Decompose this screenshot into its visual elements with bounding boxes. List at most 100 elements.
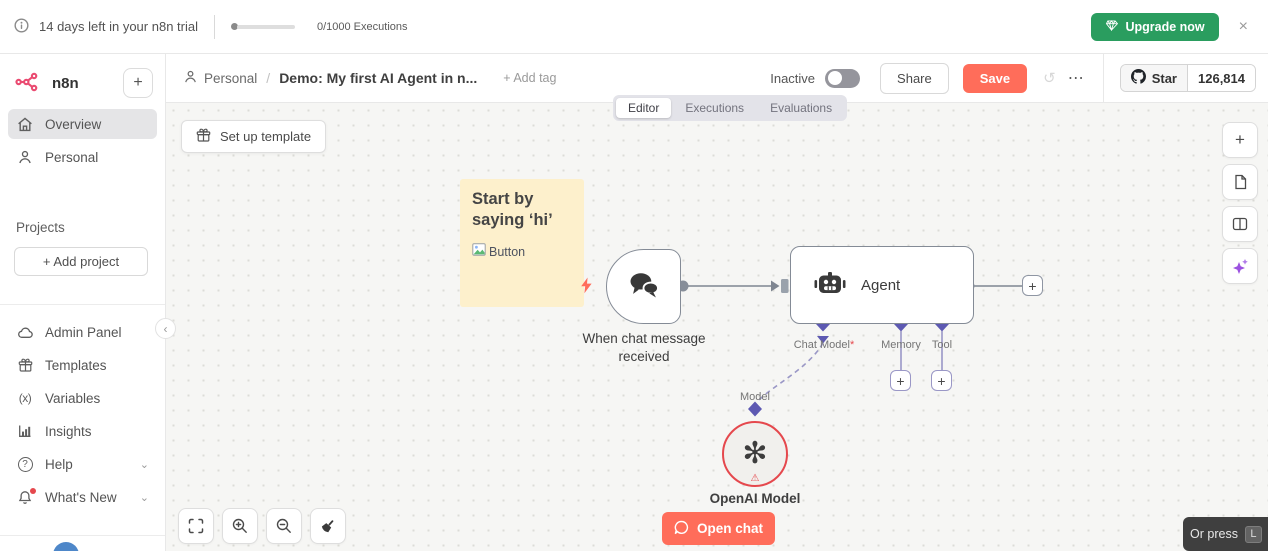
- fit-view-button[interactable]: [178, 508, 214, 544]
- add-sticky-note-button[interactable]: [1222, 164, 1258, 200]
- progress-dot: [230, 23, 238, 30]
- node-openai-model[interactable]: ✻ ⚠: [722, 421, 788, 487]
- chevron-down-icon: ⌄: [139, 491, 149, 504]
- sidebar-item-help[interactable]: ? Help ⌄: [8, 449, 157, 479]
- sidebar-item-variables[interactable]: (x) Variables: [8, 383, 157, 413]
- lightning-icon: [580, 277, 593, 297]
- logo-text: n8n: [52, 74, 79, 92]
- close-icon[interactable]: ×: [1238, 17, 1248, 35]
- node-label-chat-trigger: When chat message received: [582, 331, 706, 364]
- sticky-note-title: Start by saying ‘hi’: [472, 190, 553, 229]
- sticky-note[interactable]: Start by saying ‘hi’ Button: [460, 179, 584, 307]
- zoom-in-button[interactable]: [222, 508, 258, 544]
- user-icon: [184, 70, 197, 86]
- add-project-button[interactable]: + Add project: [14, 247, 148, 276]
- node-chat-trigger[interactable]: [606, 249, 681, 324]
- workflow-title[interactable]: Demo: My first AI Agent in n...: [279, 70, 478, 86]
- port-label-chat-model: Chat Model*: [793, 339, 855, 351]
- n8n-logo-icon: [14, 72, 44, 95]
- setup-template-button[interactable]: Set up template: [181, 120, 327, 153]
- model-output-port: [748, 401, 762, 417]
- github-icon: [1130, 69, 1146, 87]
- workflow-header: Personal / Demo: My first AI Agent in n.…: [166, 54, 1268, 103]
- node-label-agent: Agent: [861, 276, 901, 294]
- canvas-tools: +: [1222, 122, 1258, 284]
- active-toggle[interactable]: [825, 68, 861, 88]
- status-label: Inactive: [770, 70, 816, 86]
- header-divider: [1102, 54, 1104, 102]
- port-label-tool: Tool: [931, 339, 953, 351]
- executions-count: 0/1000 Executions: [316, 20, 408, 33]
- tab-executions[interactable]: Executions: [685, 101, 745, 115]
- share-button[interactable]: Share: [880, 62, 949, 94]
- node-agent[interactable]: Agent: [790, 246, 974, 324]
- sidebar-item-overview[interactable]: Overview: [8, 109, 157, 139]
- chevron-down-icon: ⌄: [139, 458, 149, 471]
- sidebar-item-label: Admin Panel: [45, 324, 122, 340]
- open-chat-button[interactable]: Open chat: [662, 512, 775, 545]
- tab-editor[interactable]: Editor: [616, 98, 672, 118]
- chat-icon: [674, 520, 689, 538]
- sidebar-item-personal[interactable]: Personal: [8, 142, 157, 172]
- banner-divider: [213, 14, 215, 39]
- sidebar-item-label: Personal: [45, 149, 99, 165]
- save-button[interactable]: Save: [962, 63, 1028, 93]
- shortcut-hint: Or press L: [1183, 517, 1268, 551]
- sidebar-divider: [0, 304, 165, 305]
- tidy-up-button[interactable]: [310, 508, 346, 544]
- sidebar-item-whats-new[interactable]: What's New ⌄: [8, 482, 157, 512]
- sidebar-item-label: Variables: [45, 390, 101, 406]
- more-menu-button[interactable]: ⋯: [1067, 70, 1085, 87]
- add-node-button[interactable]: +: [1222, 122, 1258, 158]
- connections-layer: [677, 279, 1022, 417]
- upgrade-now-button[interactable]: Upgrade now: [1091, 12, 1219, 41]
- projects-heading: Projects: [16, 220, 65, 235]
- port-label-model: Model: [740, 391, 770, 403]
- progress-track: [236, 24, 295, 29]
- setup-template-label: Set up template: [220, 129, 312, 144]
- new-workflow-button[interactable]: +: [123, 68, 153, 98]
- star-count: 126,814: [1187, 65, 1255, 91]
- toggle-knob: [827, 71, 842, 85]
- header-actions: Inactive Share Save ↺ ⋯ Star: [770, 54, 1268, 102]
- logo-row: n8n +: [0, 54, 165, 106]
- node-label-openai-model: OpenAI Model: [709, 491, 801, 506]
- sidebar-collapse-button[interactable]: ‹: [155, 318, 176, 339]
- ai-assistant-sparkles-icon[interactable]: [1222, 248, 1258, 284]
- view-tabs: Editor Executions Evaluations: [613, 95, 848, 121]
- avatar[interactable]: [53, 542, 79, 551]
- add-node-after-agent-button[interactable]: +: [1022, 275, 1043, 296]
- add-memory-button[interactable]: +: [890, 370, 911, 391]
- split-panel-button[interactable]: [1222, 206, 1258, 242]
- star-label: Star: [1151, 70, 1177, 86]
- sidebar-item-label: Help: [45, 456, 73, 472]
- broken-image-icon: [472, 243, 486, 259]
- bar-chart-icon: [16, 424, 34, 438]
- github-star-widget[interactable]: Star 126,814: [1119, 64, 1256, 92]
- sidebar-item-admin-panel[interactable]: Admin Panel: [8, 317, 157, 347]
- sidebar-item-insights[interactable]: Insights: [8, 416, 157, 446]
- zoom-out-button[interactable]: [266, 508, 302, 544]
- breadcrumb-project: Personal: [204, 70, 258, 86]
- warning-icon: ⚠: [750, 473, 760, 484]
- openai-logo-icon: ✻: [742, 437, 768, 470]
- hint-text: Or press: [1190, 527, 1238, 541]
- sidebar-item-label: What's New: [45, 489, 117, 505]
- broken-image: Button: [472, 243, 572, 259]
- sidebar-item-templates[interactable]: Templates: [8, 350, 157, 380]
- gift-icon: [16, 358, 34, 373]
- sidebar-item-label: Insights: [45, 423, 92, 439]
- workflow-canvas[interactable]: Set up template Start by saying ‘hi’ But…: [166, 103, 1268, 551]
- gift-icon: [196, 128, 211, 146]
- add-tool-button[interactable]: +: [931, 370, 952, 391]
- trial-banner: 14 days left in your n8n trial 0/1000 Ex…: [0, 0, 1268, 54]
- executions-progress-bar: [230, 23, 295, 30]
- agent-input-port: [781, 279, 789, 293]
- keyboard-key: L: [1244, 525, 1262, 543]
- trial-message: 14 days left in your n8n trial: [39, 19, 198, 34]
- canvas-controls: [178, 508, 346, 544]
- breadcrumb[interactable]: Personal: [184, 70, 257, 86]
- tab-evaluations[interactable]: Evaluations: [770, 101, 833, 115]
- add-tag-button[interactable]: + Add tag: [503, 71, 557, 85]
